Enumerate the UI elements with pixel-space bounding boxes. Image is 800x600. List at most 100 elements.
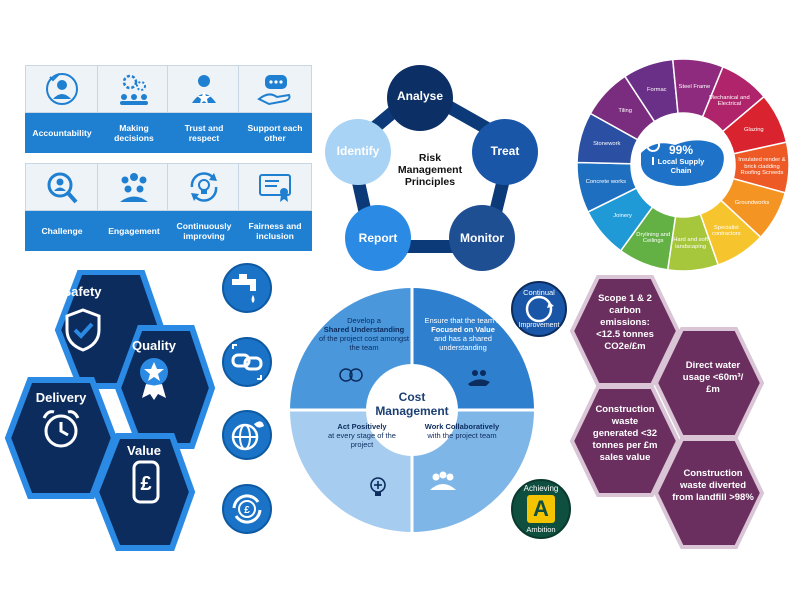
badge-ambition-letter: A: [533, 496, 549, 521]
value-card-continuously-improving: Continuously improving: [167, 163, 241, 253]
badge-ambition-line1: Achieving: [523, 484, 559, 493]
value-card-challenge: Challenge: [25, 163, 99, 253]
risk-ring: [325, 65, 538, 271]
hand-people-icon: [468, 370, 490, 386]
value-card-support: Support each other: [238, 65, 312, 155]
value-label: Continuously improving: [167, 211, 241, 251]
cost-q2-rest: and has a shared understanding: [434, 334, 492, 352]
supply-segment-label: Insulated render & brick cladding Roofin…: [738, 157, 786, 177]
cost-q3: Act Positively at every stage of the pro…: [322, 422, 402, 449]
continual-improvement-badge: Continual Improvement: [510, 280, 568, 338]
value-card-engagement: Engagement: [97, 163, 171, 253]
svg-text:£: £: [244, 505, 250, 516]
hex-label-quality: Quality: [131, 338, 177, 353]
risk-label-report: Report: [358, 231, 398, 245]
cost-q3-rest: at every stage of the project: [328, 431, 396, 449]
globe-leaf-icon: [231, 421, 264, 451]
island-map-icon: [641, 138, 724, 186]
water-tap-icon: [232, 274, 256, 303]
group-icon: [120, 173, 148, 202]
value-label: Accountability: [25, 113, 99, 153]
badge-continual-line2: Improvement: [518, 322, 560, 329]
cost-q1-bold: Shared Understanding: [323, 325, 405, 334]
purple-hexagon-group: [570, 275, 765, 549]
supply-segment-label: Drylining and Ceilings: [636, 231, 671, 245]
cycle-bulb-icon: [190, 172, 218, 202]
supply-segment-label: Joinery: [613, 212, 632, 219]
achieving-ambition-badge: A Achieving Ambition: [510, 478, 572, 540]
certificate-icon: [259, 174, 291, 202]
cost-q4: Work Collaboratively with the project te…: [422, 422, 502, 440]
badge-continual-line1: Continual: [523, 288, 555, 297]
value-card-fairness: Fairness and inclusion: [238, 163, 312, 253]
cost-q4-bold: Work Collaboratively: [424, 422, 500, 431]
gears-people-icon: [120, 74, 148, 105]
supply-segment-label: Formac: [646, 87, 667, 94]
cost-center-title: Cost Management: [375, 390, 449, 418]
supply-segment-label: Groundworks: [734, 200, 770, 207]
risk-node-treat: [472, 119, 538, 185]
magnifier-person-icon: [47, 172, 78, 204]
supply-segment-label: Tiling: [618, 107, 632, 114]
circle-link: [222, 337, 272, 387]
alarm-clock-icon: [42, 410, 80, 448]
value-label: Engagement: [97, 211, 171, 251]
badge-circle: [511, 479, 571, 539]
badge-ambition-line2: Ambition: [526, 525, 556, 534]
value-card-top: [97, 163, 171, 211]
cost-q2: Ensure that the team is Focused on Value…: [418, 316, 508, 352]
risk-management-diagram: Analyse Treat Monitor Report Identify Ri…: [320, 58, 560, 283]
value-card-accountability: Accountability: [25, 65, 99, 155]
value-card-top: [25, 163, 99, 211]
target-carbon: Scope 1 & 2 carbon emissions: <12.5 tonn…: [596, 293, 654, 352]
cost-q4-rest: with the project team: [427, 431, 497, 440]
pound-cycle-icon: £: [232, 494, 262, 524]
svg-text:£: £: [140, 473, 151, 495]
risk-node-report: [345, 205, 411, 271]
jersey-map: [635, 131, 731, 195]
circle-water: [222, 263, 272, 313]
value-card-top: [97, 65, 171, 113]
cost-q3-bold: Act Positively: [337, 422, 387, 431]
supply-wheel-svg: [576, 58, 790, 272]
hex-label-delivery: Delivery: [35, 390, 87, 405]
ribbon-star-icon: [140, 358, 168, 400]
pound-coin-icon: £: [132, 460, 160, 504]
badge-circle: [511, 281, 567, 337]
target-waste-diverted: Construction waste diverted from landfil…: [672, 468, 754, 503]
circle-pound-cycle: £: [222, 484, 272, 534]
circle-globe: [222, 410, 272, 460]
risk-label-identify: Identify: [336, 144, 380, 158]
value-label: Trust and respect: [167, 113, 241, 153]
value-label: Making decisions: [97, 113, 171, 153]
target-water: Direct water usage <60m³/£m: [682, 360, 744, 395]
supply-segment-label: Concrete works: [585, 178, 626, 185]
value-card-top: [167, 65, 241, 113]
value-card-making-decisions: Making decisions: [97, 65, 171, 155]
value-label: Support each other: [238, 113, 312, 153]
risk-node-monitor: [449, 205, 515, 271]
supply-segment-label: Steel Frame: [678, 83, 711, 90]
cost-quadrants: [290, 288, 534, 532]
value-label: Fairness and inclusion: [238, 211, 312, 251]
cost-q2-line1: Ensure that the team is: [424, 316, 502, 325]
hexagon-group: [4, 270, 216, 551]
hex-label-value: Value: [127, 443, 161, 458]
shield-check-icon: [65, 308, 101, 352]
supply-segment-label: Mechanical and Electrical: [709, 94, 750, 108]
supply-segment-label: Stonework: [593, 140, 621, 147]
person-star-icon: [192, 75, 216, 104]
cost-management-diagram: Cost Management Develop a Shared Underst…: [288, 286, 536, 534]
risk-label-treat: Treat: [490, 144, 520, 158]
value-card-trust: Trust and respect: [167, 65, 241, 155]
value-card-top: [167, 163, 241, 211]
lightbulb-plus-icon: [370, 477, 386, 496]
target-waste-generated: Construction waste generated <32 tonnes …: [592, 404, 658, 463]
supply-center-label: Local Supply Chain: [657, 157, 705, 175]
speech-hand-icon: [257, 75, 291, 106]
link-icon: [231, 344, 263, 380]
cost-q1-rest: of the project cost amongst the team: [318, 334, 410, 352]
supply-segment: [576, 112, 639, 165]
risk-label-monitor: Monitor: [460, 231, 504, 245]
